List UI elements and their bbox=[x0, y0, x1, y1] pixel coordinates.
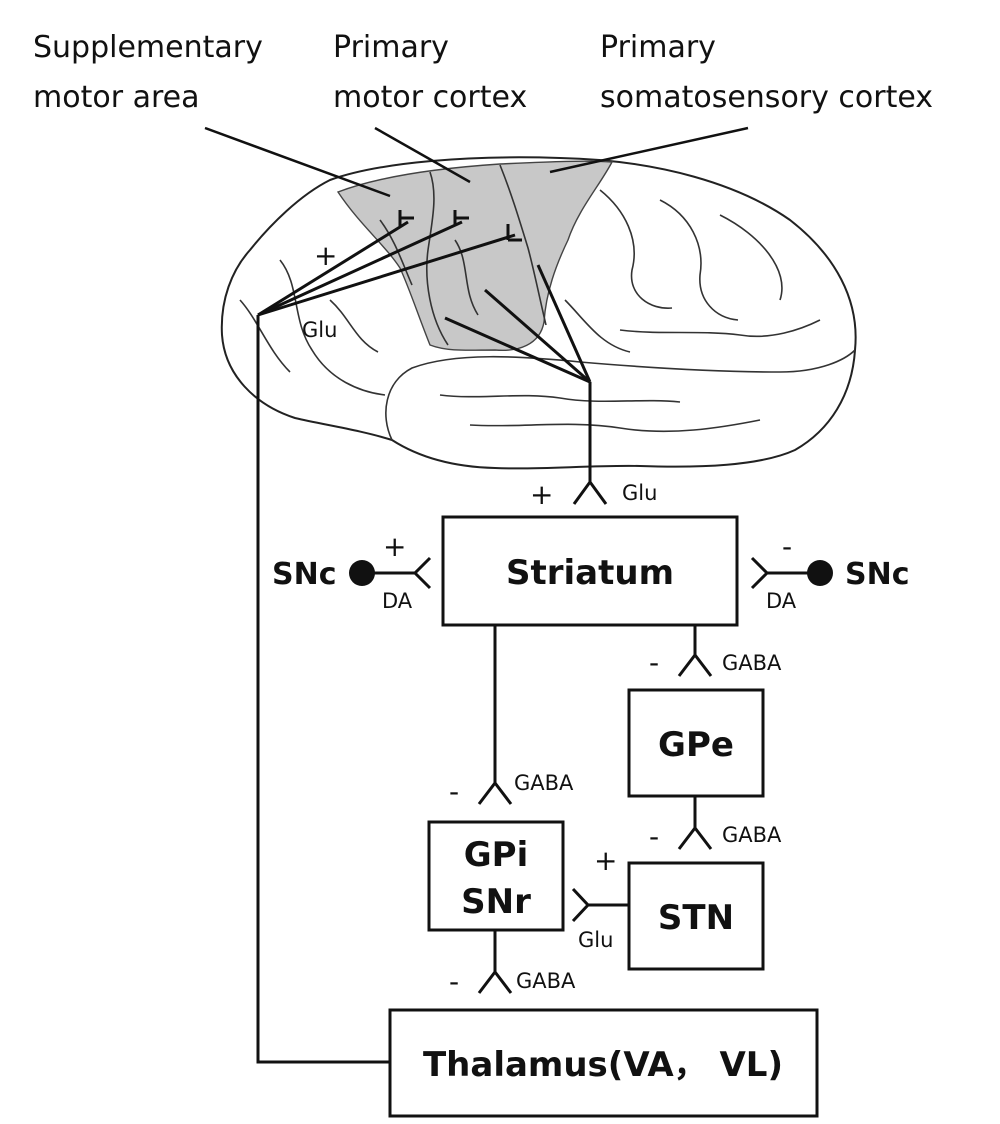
thalamus-cortex-feedback-line bbox=[256, 315, 390, 1064]
gaba-striatum-gpe-label: GABA bbox=[722, 651, 782, 675]
gpe-label: GPe bbox=[658, 725, 734, 765]
sma-label-line1: Supplementary bbox=[33, 30, 263, 65]
pssc-label-line2: somatosensory cortex bbox=[600, 80, 933, 115]
striatum-label: Striatum bbox=[506, 553, 674, 593]
snc-right-minus-sign: - bbox=[782, 530, 792, 563]
striatum-plus-sign: + bbox=[530, 478, 553, 511]
snc-right-label: SNc bbox=[845, 557, 910, 592]
snr-label: SNr bbox=[461, 882, 531, 922]
gaba-striatum-gpi-label: GABA bbox=[514, 771, 574, 795]
thalamus-label: Thalamus(VA， VL) bbox=[423, 1045, 783, 1085]
stn-label: STN bbox=[658, 898, 734, 938]
gpi-label: GPi bbox=[464, 835, 528, 875]
sma-leader-line bbox=[204, 126, 391, 198]
gpi-minus-sign: - bbox=[449, 775, 459, 808]
brain-illustration bbox=[220, 156, 857, 470]
glu-cortex-label: Glu bbox=[302, 318, 337, 342]
glu-striatum-label: Glu bbox=[622, 481, 657, 505]
snc-left-label: SNc bbox=[272, 557, 337, 592]
thalamus-box bbox=[388, 1008, 819, 1118]
striatum-box bbox=[441, 515, 739, 627]
stn-gpi-plus-sign: + bbox=[594, 844, 617, 877]
gaba-gpi-thalamus-label: GABA bbox=[516, 969, 576, 993]
gaba-gpe-stn-label: GABA bbox=[722, 823, 782, 847]
stn-minus-sign: - bbox=[649, 820, 659, 853]
pmc-leader-line bbox=[374, 126, 471, 184]
pssc-label-line1: Primary bbox=[600, 30, 716, 65]
da-right-label: DA bbox=[766, 589, 797, 613]
pssc-leader-line bbox=[549, 126, 749, 174]
cortex-plus-sign: + bbox=[314, 239, 337, 272]
glu-stn-gpi-label: Glu bbox=[578, 928, 613, 952]
sma-label-line2: motor area bbox=[33, 80, 199, 115]
thalamocortical-projection bbox=[257, 210, 522, 317]
pmc-label-line1: Primary bbox=[333, 30, 449, 65]
thalamus-minus-sign: - bbox=[449, 965, 459, 998]
da-left-label: DA bbox=[382, 589, 413, 613]
gpe-minus-sign: - bbox=[649, 646, 659, 679]
stn-box bbox=[627, 861, 765, 971]
snc-left-plus-sign: + bbox=[383, 530, 406, 563]
pmc-label-line2: motor cortex bbox=[333, 80, 527, 115]
gpe-box bbox=[627, 688, 765, 798]
corticostriatal-projection bbox=[444, 264, 608, 505]
motor-region bbox=[336, 160, 614, 352]
